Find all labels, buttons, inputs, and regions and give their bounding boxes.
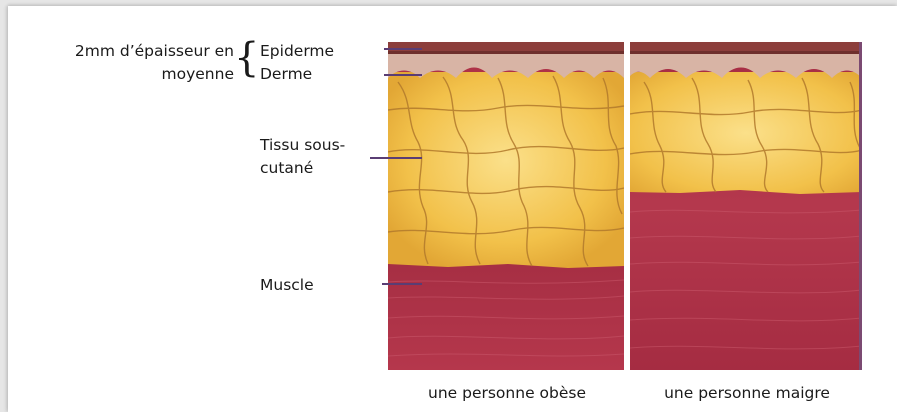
label-muscle: Muscle xyxy=(260,274,314,296)
thickness-label-line1: 2mm d’épaisseur en xyxy=(22,40,234,62)
caption-obese: une personne obèse xyxy=(396,382,618,404)
label-derme: Derme xyxy=(260,63,312,85)
marker-epiderme xyxy=(384,48,422,50)
label-tissu-line2: cutané xyxy=(260,157,313,179)
marker-tissu xyxy=(370,157,422,159)
label-tissu-line1: Tissu sous- xyxy=(260,134,345,156)
thickness-label-line2: moyenne xyxy=(22,63,234,85)
marker-derme xyxy=(384,74,422,76)
panel-obese-skin xyxy=(388,42,624,370)
panel-thin-skin xyxy=(630,42,862,370)
brace-icon: { xyxy=(234,38,259,78)
label-epiderme: Epiderme xyxy=(260,40,334,62)
caption-thin: une personne maigre xyxy=(636,382,858,404)
marker-muscle xyxy=(382,283,422,285)
